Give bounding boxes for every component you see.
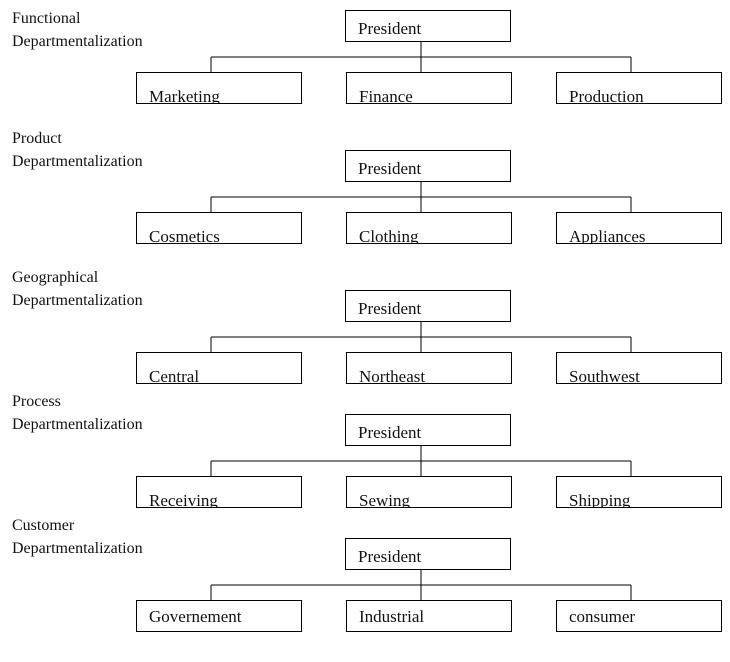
department-box: Industrial xyxy=(346,600,512,632)
section-customer: Customer Departmentalization President G… xyxy=(0,517,730,662)
label-line-1: Geographical xyxy=(12,269,99,286)
department-box: Sewing xyxy=(346,476,512,508)
section-label: Product Departmentalization xyxy=(12,127,143,173)
president-box: President xyxy=(345,10,511,42)
label-line-2: Departmentalization xyxy=(12,33,143,50)
label-line-2: Departmentalization xyxy=(12,153,143,170)
department-box: Production xyxy=(556,72,722,104)
label-line-2: Departmentalization xyxy=(12,540,143,557)
department-box: Appliances xyxy=(556,212,722,244)
section-label: Process Departmentalization xyxy=(12,390,143,436)
department-box: Shipping xyxy=(556,476,722,508)
label-line-1: Functional xyxy=(12,10,81,27)
section-product: Product Departmentalization President Co… xyxy=(0,130,730,274)
label-line-1: Product xyxy=(12,130,62,147)
president-box: President xyxy=(345,538,511,570)
department-box: Clothing xyxy=(346,212,512,244)
section-functional: Functional Departmentalization President… xyxy=(0,10,730,134)
department-box: Marketing xyxy=(136,72,302,104)
section-geographical: Geographical Departmentalization Preside… xyxy=(0,269,730,414)
section-label: Functional Departmentalization xyxy=(12,7,143,53)
department-box: Southwest xyxy=(556,352,722,384)
section-label: Geographical Departmentalization xyxy=(12,266,143,312)
department-box: Finance xyxy=(346,72,512,104)
department-box: Governement xyxy=(136,600,302,632)
label-line-1: Customer xyxy=(12,517,75,534)
president-box: President xyxy=(345,414,511,446)
section-label: Customer Departmentalization xyxy=(12,514,143,560)
label-line-1: Process xyxy=(12,393,61,410)
department-box: Northeast xyxy=(346,352,512,384)
department-box: Central xyxy=(136,352,302,384)
label-line-2: Departmentalization xyxy=(12,416,143,433)
department-box: Receiving xyxy=(136,476,302,508)
department-box: consumer xyxy=(556,600,722,632)
label-line-2: Departmentalization xyxy=(12,292,143,309)
president-box: President xyxy=(345,290,511,322)
president-box: President xyxy=(345,150,511,182)
department-box: Cosmetics xyxy=(136,212,302,244)
